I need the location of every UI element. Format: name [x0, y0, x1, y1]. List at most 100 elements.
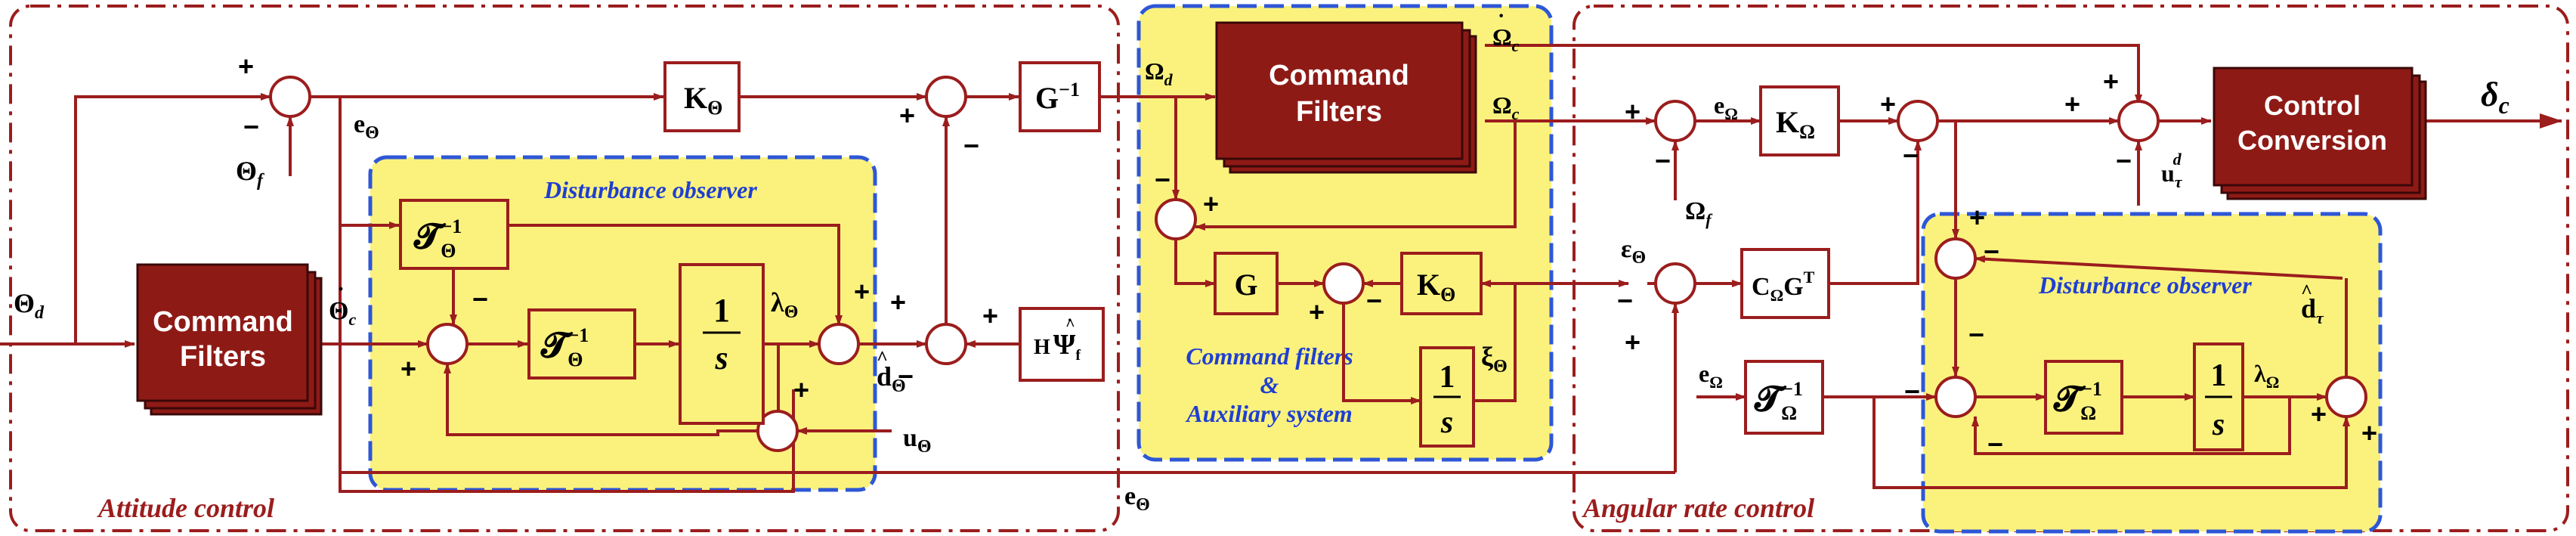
signal-d-hat-theta-hat: ^	[877, 347, 888, 369]
tau-omega-inv-label: 𝓣Ω−1	[1754, 378, 1803, 424]
sum-obs-output	[818, 323, 860, 365]
tau-omega-inv-obs-block	[2044, 360, 2123, 435]
signal-d-hat-tau-hat: ^	[2301, 280, 2312, 302]
sign-minus-1: −	[243, 111, 259, 142]
k-omega-block	[1759, 85, 1840, 156]
tau-theta-inv-top-block	[399, 199, 509, 270]
k-theta-mid-label: KΘ	[1417, 268, 1455, 305]
tau-theta-inv-mid-block	[527, 308, 636, 380]
sign-minus-25: −	[1984, 236, 1999, 267]
signal-u-theta: uΘ	[903, 424, 932, 457]
sign-minus-3: −	[963, 130, 979, 161]
sign-minus-16: −	[1655, 145, 1671, 176]
tau-theta-inv-mid-label: 𝓣Θ−1	[540, 324, 589, 370]
sign-plus-12: +	[1203, 188, 1219, 219]
signal-e-theta-top: eΘ	[354, 110, 379, 143]
signal-theta-d: Θd	[14, 288, 45, 323]
sum-eps	[1654, 262, 1696, 305]
int-angular-num: 1	[2211, 358, 2227, 393]
signal-d-hat-theta: dΘ	[877, 361, 906, 396]
sign-minus-17: −	[1617, 285, 1633, 316]
g-label: G	[1234, 268, 1257, 302]
sign-plus-2: +	[899, 100, 915, 131]
c-omega-gt-label: CΩGT	[1752, 268, 1815, 305]
g-block	[1214, 252, 1279, 315]
int-attitude-num: 1	[713, 292, 730, 329]
sign-plus-23: +	[2103, 66, 2119, 97]
sign-minus-20: −	[1903, 140, 1919, 171]
sum-obs-feedback	[756, 410, 799, 452]
sum-angular-mid	[1897, 100, 1939, 142]
sign-plus-13: +	[1309, 296, 1325, 327]
signal-theta-dot-c: Θc	[329, 297, 356, 329]
sign-plus-30: +	[2361, 417, 2377, 448]
h-psi-dot: .	[1068, 306, 1072, 325]
signal-e-omega-bottom: eΩ	[1699, 360, 1723, 392]
sum-mid-aux	[1322, 262, 1365, 305]
g-inverse-block	[1019, 61, 1101, 132]
signal-lambda-omega: λΩ	[2254, 360, 2279, 392]
sign-plus-29: +	[2311, 398, 2327, 429]
signal-delta-c: δc	[2481, 75, 2510, 119]
sign-plus-5: +	[400, 353, 416, 384]
command-aux-label: Command filters&Auxiliary system	[1185, 342, 1353, 427]
signal-omega-dot-c-dot: ·	[1498, 5, 1504, 28]
k-theta-top-label: KΘ	[684, 81, 722, 119]
sign-plus-0: +	[238, 51, 254, 82]
summing-junctions	[269, 76, 2367, 452]
sum-ang-obs-mid	[1934, 376, 1977, 418]
int-angular-den: s	[2212, 407, 2225, 442]
signal-omega-d: Ωd	[1145, 57, 1174, 89]
sum-virtual-control	[925, 76, 967, 118]
attitude-control-section	[9, 5, 1120, 532]
signal-xi-theta: ξΘ	[1481, 342, 1508, 376]
sign-minus-14: −	[1366, 285, 1382, 316]
int-attitude-den: s	[714, 339, 728, 376]
sign-minus-22: −	[2116, 145, 2132, 176]
sign-plus-8: +	[890, 287, 906, 318]
sum-theta-error	[269, 76, 311, 118]
sign-plus-6: +	[854, 276, 870, 307]
angular-observer-title: Disturbance observer	[2038, 271, 2252, 299]
sign-minus-11: −	[1155, 164, 1170, 195]
sum-mid-top	[1155, 198, 1197, 240]
sign-minus-27: −	[1968, 319, 1984, 350]
signal-theta-dot-c-dot: ·	[337, 277, 345, 302]
int-mid-den: s	[1440, 405, 1453, 440]
signal-omega-c: Ωc	[1492, 91, 1520, 123]
signal-e-omega-top: eΩ	[1714, 91, 1738, 123]
signal-u-tau-d: uτd	[2161, 150, 2183, 191]
attitude-control-label: Attitude control	[97, 493, 274, 523]
sign-plus-10: +	[982, 300, 998, 331]
sign-plus-18: +	[1625, 327, 1641, 358]
sum-angular-out	[2117, 100, 2160, 142]
int-attitude-block	[679, 263, 765, 425]
signal-omega-f: Ωf	[1685, 197, 1713, 229]
sign-plus-15: +	[1625, 96, 1641, 127]
sum-omega-error	[1654, 100, 1696, 142]
sign-plus-24: +	[1969, 202, 1985, 233]
h-psi-block	[1019, 307, 1105, 382]
sign-plus-21: +	[2064, 88, 2080, 119]
int-mid-num: 1	[1440, 360, 1455, 395]
sign-minus-9: −	[898, 361, 914, 392]
attitude-observer-title: Disturbance observer	[543, 176, 757, 203]
k-omega-label: KΩ	[1776, 105, 1815, 143]
k-theta-mid-block	[1400, 252, 1483, 315]
sign-minus-4: −	[472, 283, 488, 314]
sign-plus-19: +	[1880, 88, 1896, 119]
c-omega-gt-block	[1740, 248, 1830, 319]
signal-d-hat-tau: dτ	[2301, 293, 2324, 327]
sign-plus-7: +	[793, 374, 809, 405]
tau-omega-inv-obs-label: 𝓣Ω−1	[2053, 378, 2102, 424]
sum-ang-obs-right	[2325, 376, 2367, 418]
tau-omega-inv-block	[1744, 360, 1824, 435]
signal-e-theta-bottom: eΘ	[1124, 482, 1150, 515]
angular-rate-control-label: Angular rate control	[1582, 493, 1814, 523]
